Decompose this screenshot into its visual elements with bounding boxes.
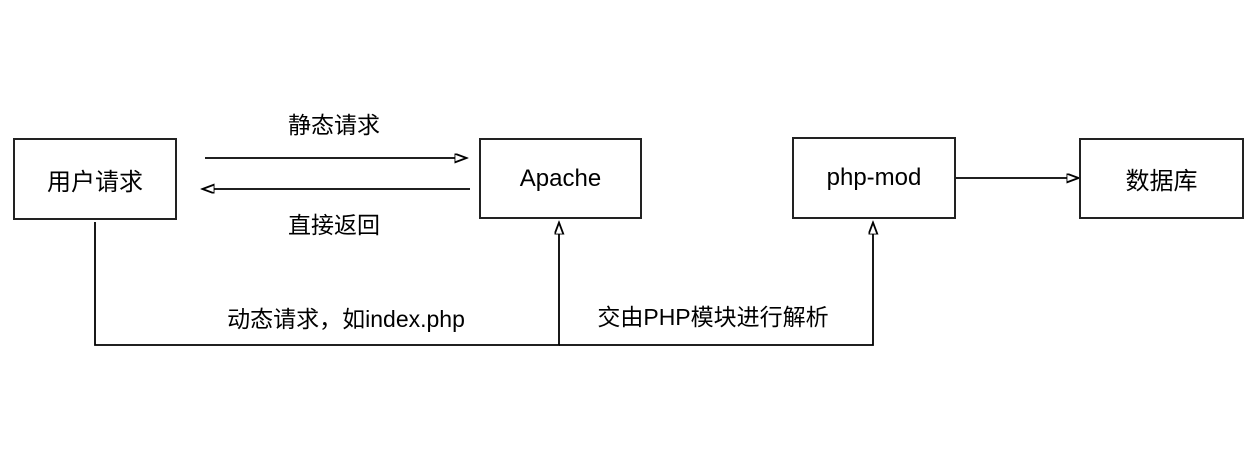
edge-label-php-parse: 交由PHP模块进行解析 <box>597 304 829 332</box>
edge-label-dynamic-request: 动态请求，如index.php <box>227 306 465 334</box>
node-apache: Apache <box>479 138 642 219</box>
edge-label-direct-return: 直接返回 <box>288 212 380 240</box>
edge-php-parse-arrow <box>559 234 873 346</box>
node-database: 数据库 <box>1079 138 1244 219</box>
node-database-label: 数据库 <box>1125 168 1198 195</box>
node-user-request: 用户请求 <box>13 138 177 220</box>
node-php-mod: php-mod <box>792 137 956 219</box>
node-php-mod-label: php-mod <box>826 164 922 191</box>
edge-dynamic-request-arrow <box>94 222 559 346</box>
node-apache-label: Apache <box>519 164 602 192</box>
edge-label-static-request: 静态请求 <box>288 112 380 140</box>
node-user-request-label: 用户请求 <box>47 168 143 196</box>
